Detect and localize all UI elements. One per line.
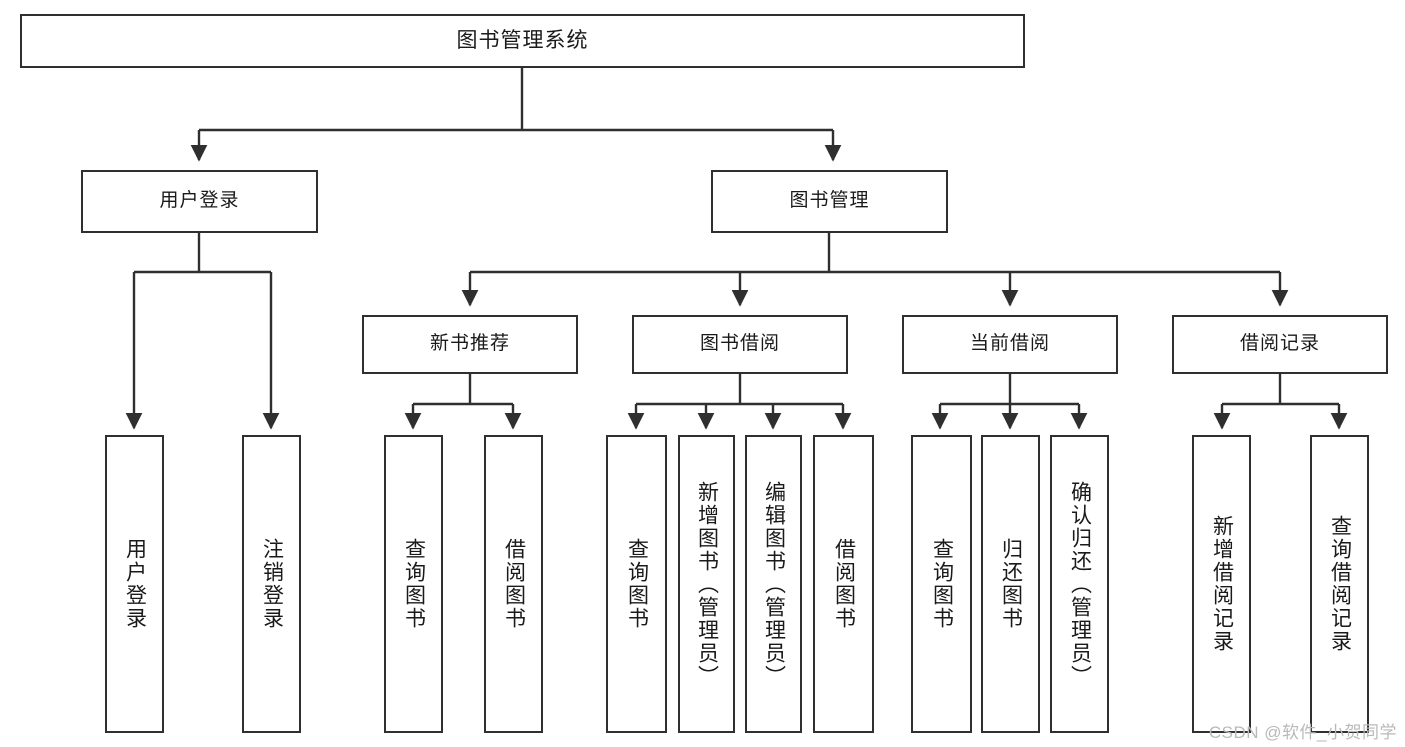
node-current-borrow[interactable]: 当前借阅 — [902, 315, 1118, 374]
leaf-new-book-query-label: 查询图书 — [402, 538, 426, 630]
leaf-book-borrow-query-label: 查询图书 — [625, 538, 649, 630]
leaf-borrow-record-query-label: 查询借阅记录 — [1328, 515, 1352, 653]
leaf-user-login-login[interactable]: 用户登录 — [105, 435, 164, 733]
node-new-book-recommend-label: 新书推荐 — [429, 333, 510, 355]
leaf-user-login-logout[interactable]: 注销登录 — [242, 435, 301, 733]
leaf-book-borrow-edit-label: 编辑图书（管理员） — [762, 480, 786, 688]
leaf-current-borrow-confirm-label: 确认归还（管理员） — [1068, 480, 1092, 688]
node-book-management-label: 图书管理 — [789, 190, 870, 212]
node-user-login-label: 用户登录 — [159, 190, 240, 212]
leaf-borrow-record-query[interactable]: 查询借阅记录 — [1310, 435, 1369, 733]
node-current-borrow-label: 当前借阅 — [969, 333, 1050, 355]
leaf-current-borrow-confirm[interactable]: 确认归还（管理员） — [1050, 435, 1109, 733]
leaf-book-borrow-borrow-label: 借阅图书 — [832, 538, 856, 630]
leaf-current-borrow-query[interactable]: 查询图书 — [911, 435, 972, 733]
leaf-borrow-record-add[interactable]: 新增借阅记录 — [1192, 435, 1251, 733]
leaf-book-borrow-add-label: 新增图书（管理员） — [695, 480, 719, 688]
leaf-book-borrow-add[interactable]: 新增图书（管理员） — [678, 435, 735, 733]
node-book-borrow[interactable]: 图书借阅 — [632, 315, 848, 374]
node-borrow-record[interactable]: 借阅记录 — [1172, 315, 1388, 374]
leaf-new-book-borrow[interactable]: 借阅图书 — [484, 435, 543, 733]
node-root[interactable]: 图书管理系统 — [20, 14, 1025, 68]
node-root-label: 图书管理系统 — [456, 28, 589, 52]
leaf-book-borrow-query[interactable]: 查询图书 — [606, 435, 667, 733]
leaf-borrow-record-add-label: 新增借阅记录 — [1210, 515, 1234, 653]
leaf-new-book-borrow-label: 借阅图书 — [502, 538, 526, 630]
leaf-user-login-login-label: 用户登录 — [123, 538, 147, 630]
leaf-book-borrow-edit[interactable]: 编辑图书（管理员） — [745, 435, 802, 733]
leaf-book-borrow-borrow[interactable]: 借阅图书 — [813, 435, 874, 733]
node-new-book-recommend[interactable]: 新书推荐 — [362, 315, 578, 374]
leaf-user-login-logout-label: 注销登录 — [260, 538, 284, 630]
leaf-new-book-query[interactable]: 查询图书 — [384, 435, 443, 733]
node-book-borrow-label: 图书借阅 — [699, 333, 780, 355]
leaf-current-borrow-return-label: 归还图书 — [999, 538, 1023, 630]
node-borrow-record-label: 借阅记录 — [1239, 333, 1320, 355]
leaf-current-borrow-return[interactable]: 归还图书 — [981, 435, 1040, 733]
leaf-current-borrow-query-label: 查询图书 — [930, 538, 954, 630]
node-user-login[interactable]: 用户登录 — [81, 170, 318, 233]
watermark: CSDN @软件_小贺同学 — [1208, 723, 1397, 742]
node-book-management[interactable]: 图书管理 — [711, 170, 948, 233]
